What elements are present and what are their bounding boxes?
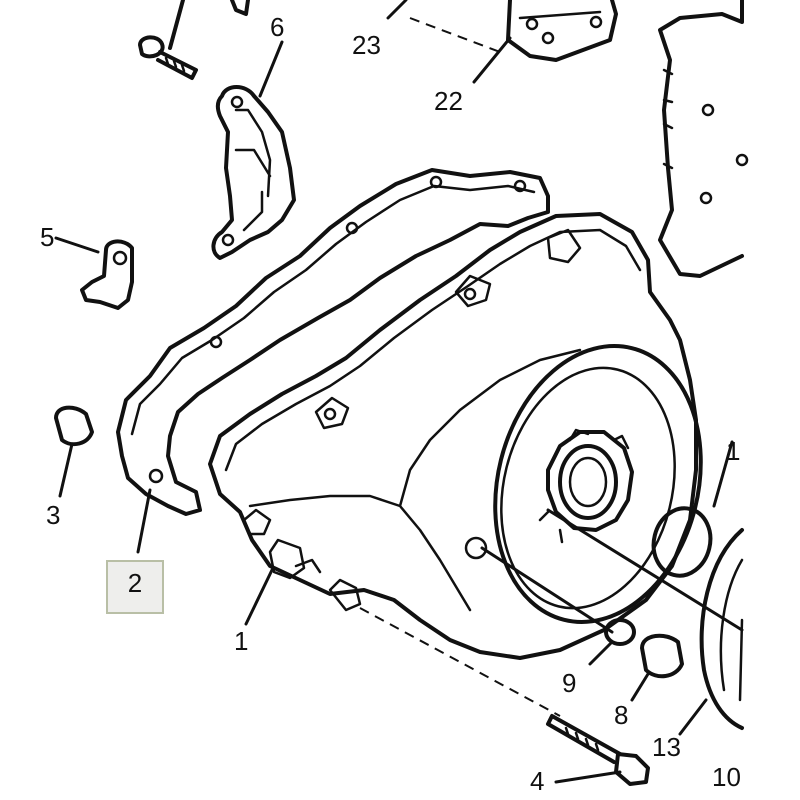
- part-fragment-top: [230, 0, 250, 16]
- callout-4: 4: [530, 766, 544, 796]
- leader-1-left: [244, 568, 274, 626]
- part-bolt-top: [138, 0, 198, 80]
- highlighted-callout-2[interactable]: 2: [106, 560, 164, 614]
- callout-8: 8: [614, 700, 628, 730]
- part-2-gasket: [116, 168, 550, 554]
- part-11-oring: [651, 440, 734, 578]
- leader-hub-right: [546, 508, 744, 632]
- part-5-clip: [54, 236, 134, 310]
- callout-9: 9: [562, 668, 576, 698]
- part-3-plug: [54, 405, 94, 498]
- part-9-washer: [480, 546, 636, 666]
- part-1-cover: [208, 212, 703, 660]
- part-13-flywheel: [678, 528, 744, 736]
- part-22-plate: [472, 0, 618, 84]
- callout-22: 22: [434, 86, 463, 116]
- callout-2-label: 2: [127, 568, 143, 598]
- callout-3: 3: [46, 500, 60, 530]
- part-6-bracket: [211, 40, 296, 260]
- part-4-bolt: [359, 607, 650, 786]
- callout-1-left: 1: [234, 626, 248, 656]
- callout-23: 23: [352, 30, 381, 60]
- part-8-cap: [630, 633, 684, 702]
- callout-6: 6: [270, 12, 284, 42]
- part-23-leader: [386, 0, 501, 53]
- callout-1-right: 1: [726, 436, 740, 466]
- callout-5: 5: [40, 222, 54, 252]
- callout-13: 13: [652, 732, 681, 762]
- callout-10: 10: [712, 762, 741, 792]
- right-casing-plate: [658, 0, 749, 278]
